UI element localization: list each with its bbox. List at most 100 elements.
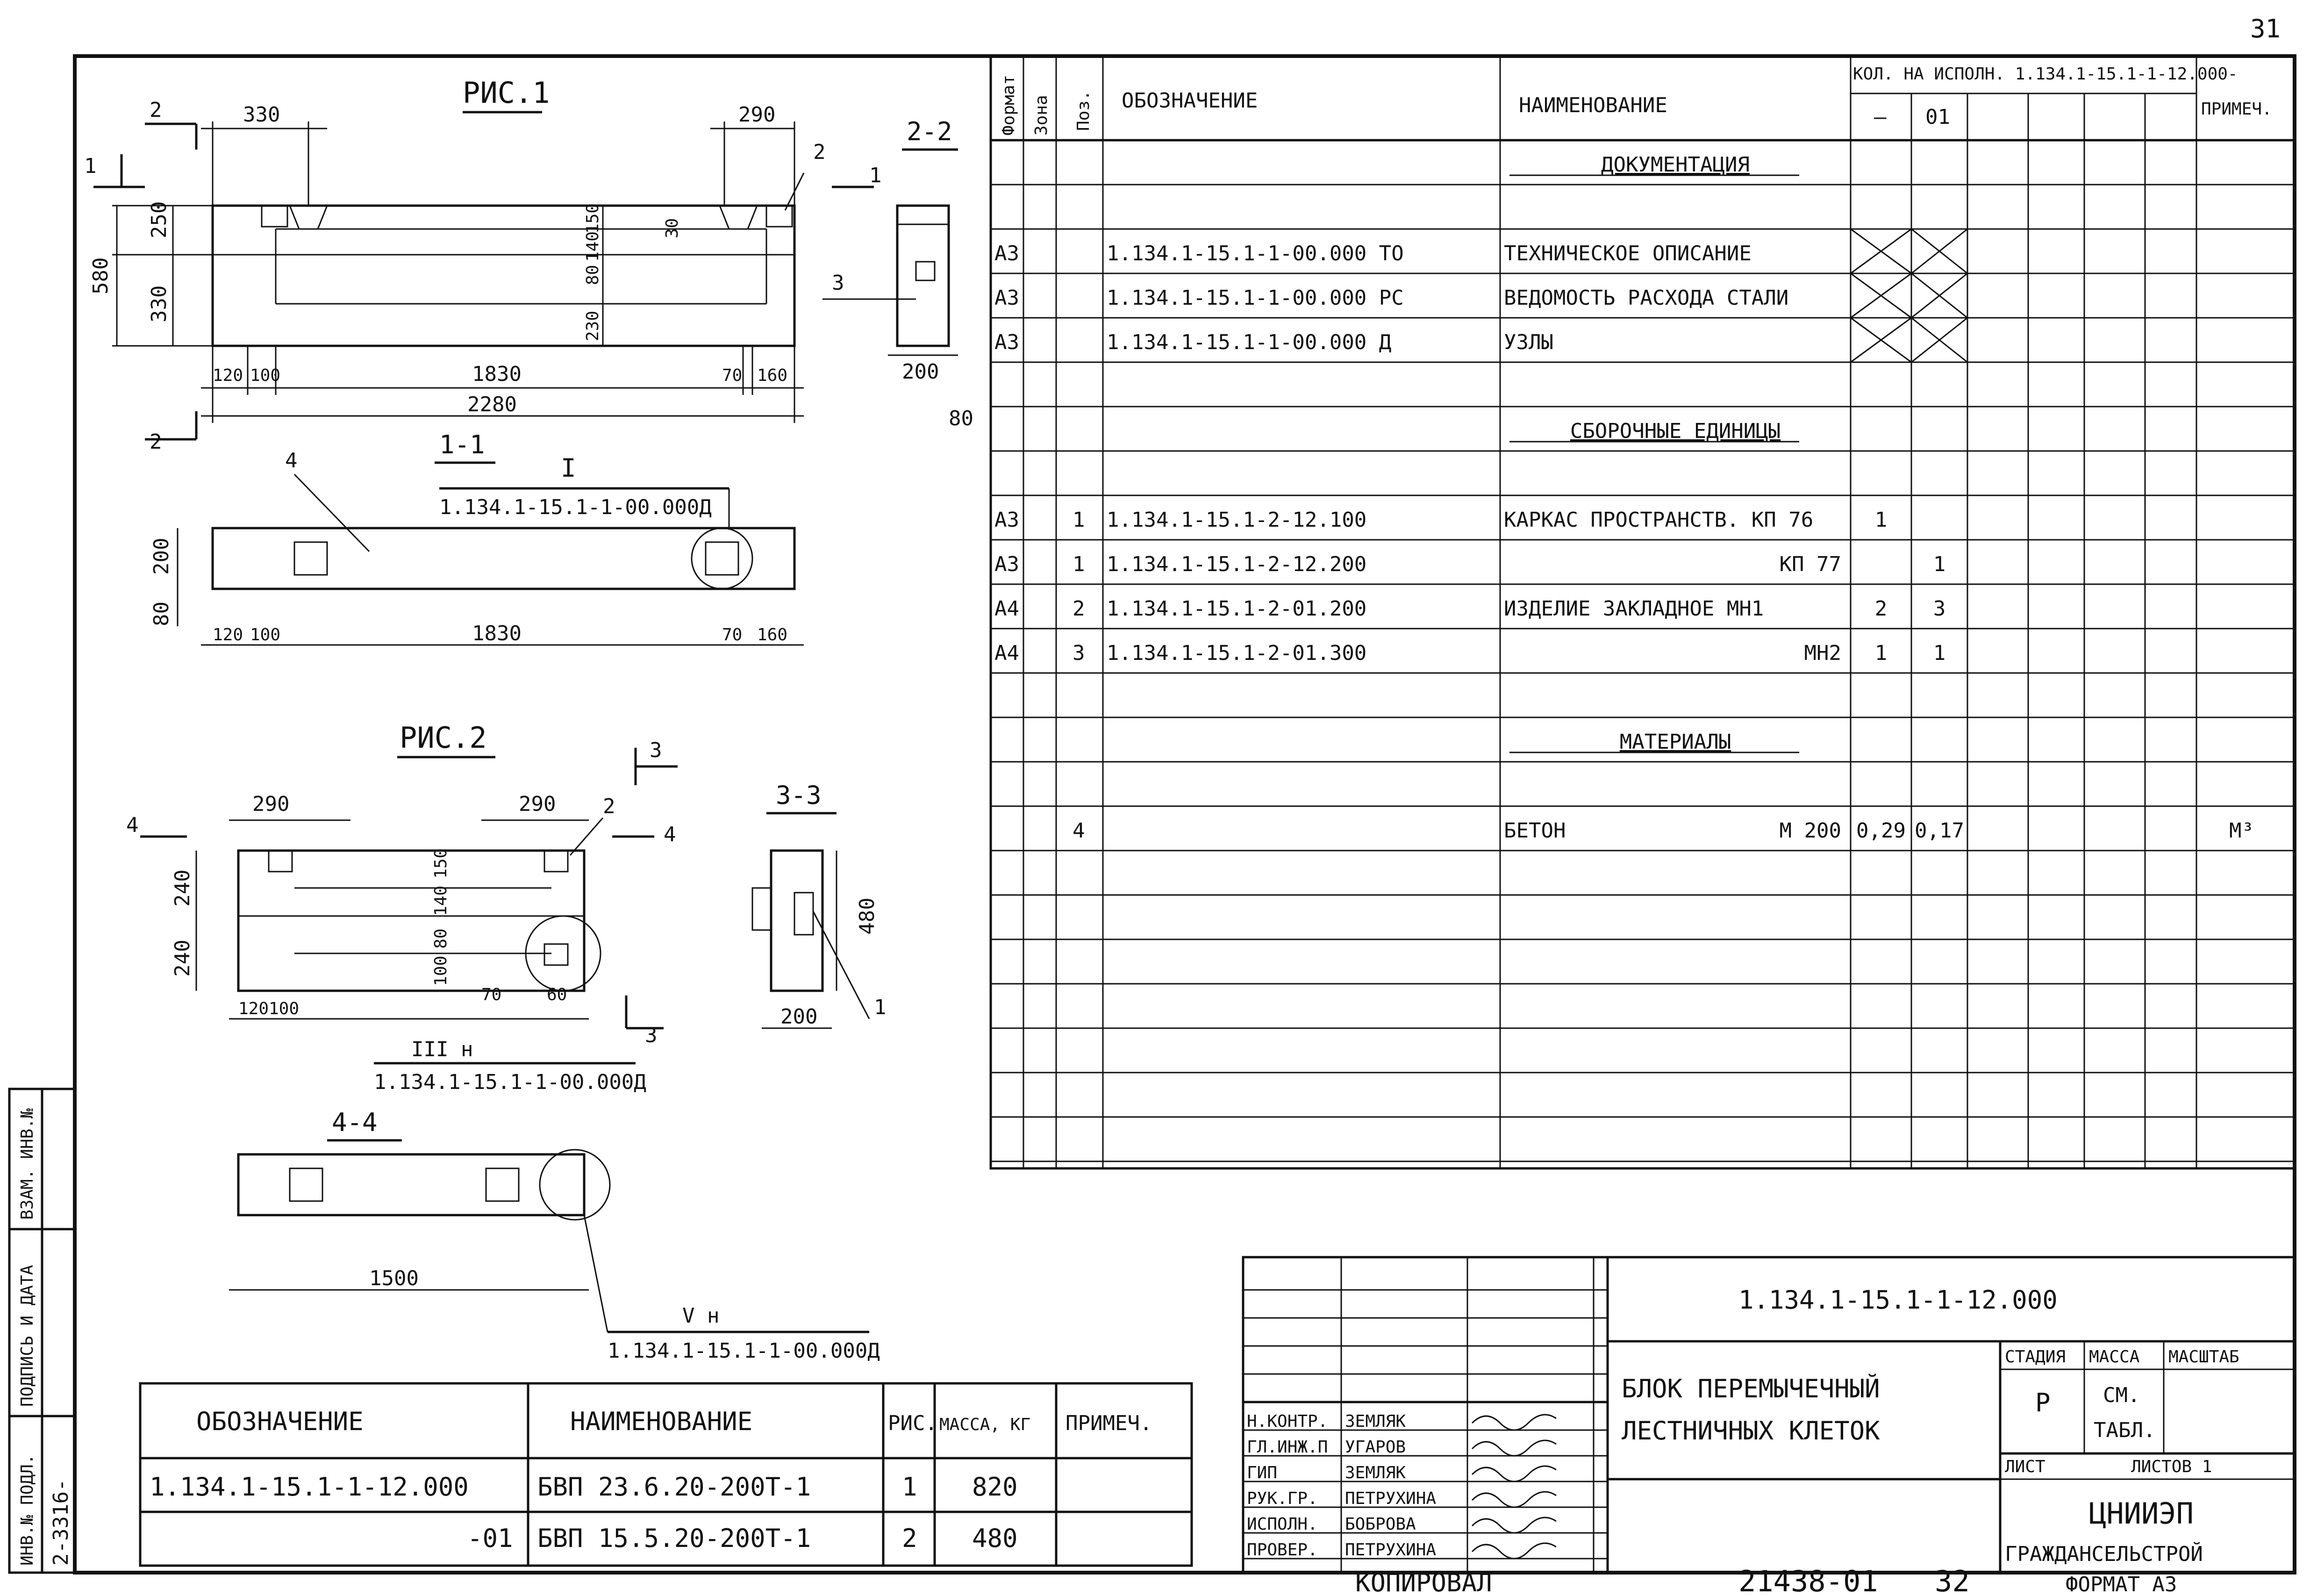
spec-cross-mark — [1911, 317, 1968, 363]
title-block-stage-label: СТАДИЯ — [2005, 1347, 2066, 1367]
fig2-dim-100b: 100 — [269, 999, 299, 1018]
fig2-dim-240a: 240 — [171, 870, 194, 907]
spec-cell-qty-1: 2 — [1875, 597, 1888, 621]
signature-scribble — [1471, 1465, 1557, 1482]
signature-scribble — [1471, 1414, 1557, 1431]
fig1-cut-1-right: 1 — [869, 164, 882, 187]
signature-scribble — [1471, 1491, 1557, 1508]
fig1-dim-2280: 2280 — [467, 393, 517, 416]
plan-dim-160: 160 — [757, 625, 787, 644]
variants-header-name: НАИМЕНОВАНИЕ — [570, 1407, 752, 1436]
fig1-dim-330: 330 — [243, 103, 280, 127]
fig2-callout-2: 2 — [603, 794, 615, 818]
fig1-dim-80: 80 — [583, 265, 602, 285]
fig2-dim-60: 60 — [547, 985, 567, 1004]
signature-scribble — [1471, 1517, 1557, 1534]
variants-row1-designation: 1.134.1-15.1-1-12.000 — [150, 1472, 469, 1502]
spec-cell-pos: 3 — [1073, 641, 1085, 665]
spec-header-name: НАИМЕНОВАНИЕ — [1519, 93, 1667, 117]
fig1-plan-body — [211, 527, 796, 590]
signer-name: ЗЕМЛЯК — [1345, 1412, 1406, 1431]
section-3-3-dim-200: 200 — [780, 1005, 817, 1029]
title-block-doc-code: 1.134.1-15.1-1-12.000 — [1738, 1285, 2058, 1315]
fig2-dim-240b: 240 — [171, 940, 194, 977]
spec-cell-format: А3 — [994, 330, 1019, 354]
spec-cell-designation: 1.134.1-15.1-2-01.200 — [1107, 597, 1366, 621]
side-stamp-inv-podl-label: ИНВ.№ ПОДЛ. — [18, 1454, 37, 1566]
variants-table: ОБОЗНАЧЕНИЕ НАИМЕНОВАНИЕ РИС. МАССА, КГ … — [139, 1382, 1193, 1567]
fig1-dim-250: 250 — [147, 201, 171, 238]
title-block: 1.134.1-15.1-1-12.000 БЛОК ПЕРЕМЫЧЕЧНЫЙ … — [1242, 1256, 2296, 1574]
signer-role: РУК.ГР. — [1247, 1489, 1318, 1508]
spec-header-qty-group: КОЛ. НА ИСПОЛН. 1.134.1-15.1-1-12.000- — [1853, 64, 2238, 84]
spec-cross-mark — [1850, 317, 1912, 363]
spec-cross-mark — [1850, 228, 1912, 274]
plan-dim-1830: 1830 — [472, 622, 522, 645]
side-stamp-vzam-label: ВЗАМ. ИНВ.№ — [18, 1108, 37, 1220]
plan-dim-80: 80 — [150, 601, 173, 626]
fig2-cut-4-left: 4 — [126, 813, 139, 837]
variants-header-mass: МАССА, КГ — [939, 1415, 1030, 1434]
spec-cell-designation: 1.134.1-15.1-2-12.200 — [1107, 552, 1366, 576]
fig2-dim-100: 100 — [431, 956, 451, 986]
variants-header-designation: ОБОЗНАЧЕНИЕ — [196, 1407, 364, 1436]
fig2-section-4-4: 4-4 — [332, 1108, 378, 1137]
fig1-dim-1830: 1830 — [472, 362, 522, 386]
spec-cell-name: КП 77 — [1780, 552, 1841, 576]
fig1-title: РИС.1 — [463, 76, 550, 110]
fig2-section-3-3: 3-3 — [776, 780, 822, 810]
signature-scribble — [1471, 1542, 1557, 1560]
fig1-dim-30: 30 — [663, 218, 682, 238]
spec-cell-designation: 1.134.1-15.1-2-12.100 — [1107, 508, 1366, 532]
fig1-embed-right — [765, 205, 793, 228]
spec-cell-qty-1: 0,29 — [1856, 819, 1906, 843]
spec-cell-designation: 1.134.1-15.1-2-01.300 — [1107, 641, 1366, 665]
fig1-cut-2-top: 2 — [150, 98, 162, 122]
spec-cell-pos: 1 — [1073, 508, 1085, 532]
spec-header-qty-sub1: — — [1874, 105, 1887, 129]
fig1-section-1-1: 1-1 — [439, 430, 485, 459]
spec-cell-pos: 1 — [1073, 552, 1085, 576]
spec-cell-qty-1: 1 — [1875, 508, 1888, 532]
fig1-dim-70: 70 — [722, 366, 742, 385]
side-stamp-sign-date-label: ПОДПИСЬ И ДАТА — [18, 1265, 37, 1407]
spec-cell-designation: 1.134.1-15.1-1-00.000 Д — [1107, 330, 1391, 354]
spec-cell-name: УЗЛЫ — [1504, 330, 1553, 354]
fig1-dim-330b: 330 — [147, 286, 171, 322]
variants-header-fig: РИС. — [888, 1411, 937, 1435]
signer-role: ГИП — [1247, 1463, 1277, 1482]
title-block-mass-value-1: СМ. — [2103, 1383, 2140, 1407]
variants-row1-name: БВП 23.6.20-200Т-1 — [537, 1472, 811, 1502]
section-2-2-dim-200: 200 — [902, 360, 939, 384]
spec-cell-qty-2: 1 — [1933, 552, 1946, 576]
fig1-dim-290: 290 — [738, 103, 775, 127]
spec-cell-name: ТЕХНИЧЕСКОЕ ОПИСАНИЕ — [1504, 242, 1752, 265]
footer-order-number: 21438-01 — [1738, 1564, 1878, 1596]
fig2-title: РИС.2 — [400, 721, 487, 755]
footer-format: ФОРМАТ А3 — [2066, 1573, 2177, 1596]
signer-role: Н.КОНТР. — [1247, 1412, 1328, 1431]
section-2-2-callout-3: 3 — [832, 271, 844, 295]
fig2-dim-290b: 290 — [519, 792, 556, 816]
spec-cell-qty-1: 1 — [1875, 641, 1888, 665]
fig2-dim-70: 70 — [481, 985, 501, 1004]
spec-cell-format: А3 — [994, 508, 1019, 532]
fig2-cut-3-top: 3 — [650, 738, 662, 762]
section-4-4-dim-1500: 1500 — [369, 1267, 419, 1290]
figure-2: РИС.2 290 290 240 240 150 140 80 100 120… — [126, 721, 887, 1363]
spec-cross-mark — [1850, 272, 1912, 319]
signer-name: ПЕТРУХИНА — [1345, 1540, 1436, 1560]
variants-header-note: ПРИМЕЧ. — [1066, 1411, 1152, 1435]
fig1-dim-120: 120 — [213, 366, 243, 385]
fig2-node-V: V н — [682, 1304, 719, 1328]
signer-name: ЗЕМЛЯК — [1345, 1463, 1406, 1482]
spec-cell-format: А3 — [994, 242, 1019, 265]
fig2-dim-150: 150 — [431, 848, 451, 879]
signer-role: ПРОВЕР. — [1247, 1540, 1318, 1560]
spec-cell-qty-2: 0,17 — [1915, 819, 1964, 843]
variants-row1-mass: 820 — [972, 1472, 1018, 1502]
section-2-2-body — [896, 204, 950, 347]
section-3-3-callout-1: 1 — [874, 995, 887, 1019]
plan-dim-100: 100 — [250, 625, 280, 644]
